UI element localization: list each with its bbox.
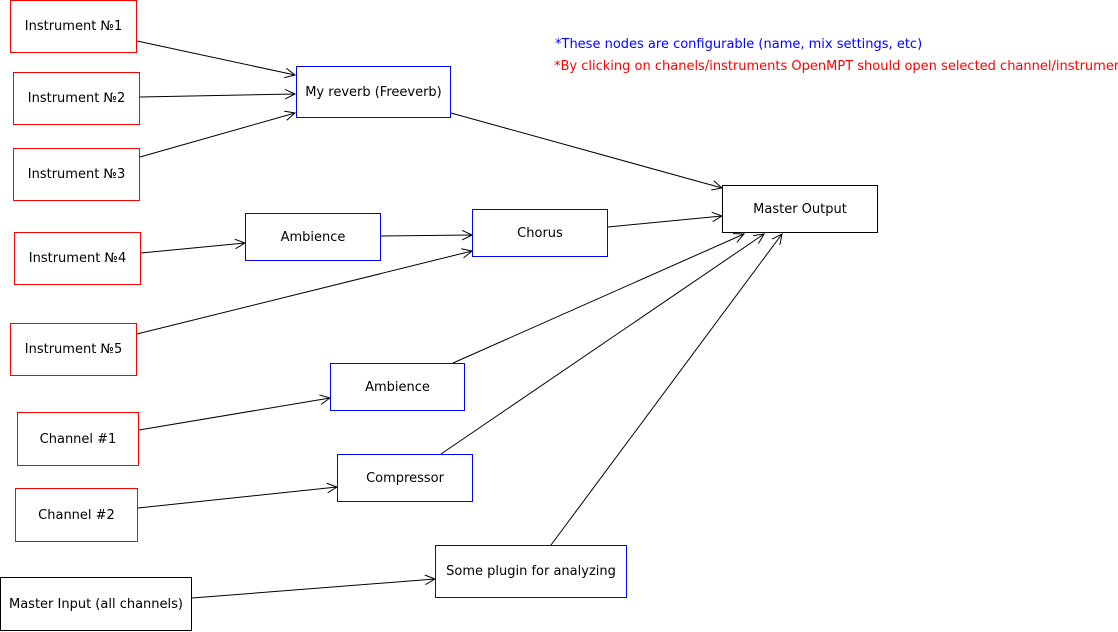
edge-amb1-to-chorus — [380, 229, 474, 241]
edge-chorus-to-masterout — [607, 211, 724, 228]
arrowhead-icon — [284, 88, 297, 100]
edge-inst1-to-reverb — [136, 40, 297, 79]
node-amb2[interactable]: Ambience — [330, 363, 465, 411]
arrowhead-icon — [284, 110, 297, 121]
node-chorus[interactable]: Chorus — [472, 209, 608, 257]
node-inst3[interactable]: Instrument №3 — [13, 148, 140, 201]
node-masterout: Master Output — [722, 185, 878, 233]
edge-amb2-to-masterout — [452, 233, 746, 364]
edge-inst2-to-reverb — [139, 88, 297, 100]
node-inst4[interactable]: Instrument №4 — [14, 232, 141, 285]
node-ch1[interactable]: Channel #1 — [17, 412, 139, 466]
edge-comp-to-masterout — [440, 233, 765, 455]
edge-ch1-to-amb2 — [138, 394, 332, 431]
arrowhead-icon — [772, 233, 783, 245]
note-clickable: *By clicking on chanels/instruments Open… — [554, 59, 1118, 74]
node-reverb[interactable]: My reverb (Freeverb) — [296, 66, 451, 118]
node-inst1[interactable]: Instrument №1 — [10, 0, 137, 53]
arrowhead-icon — [284, 67, 297, 79]
arrowhead-icon — [753, 233, 765, 244]
edge-plugin-to-masterout — [550, 233, 783, 546]
node-comp[interactable]: Compressor — [337, 454, 473, 502]
arrowhead-icon — [732, 233, 746, 243]
node-ch2[interactable]: Channel #2 — [15, 488, 138, 542]
edge-masterin-to-plugin — [191, 574, 437, 599]
edge-ch2-to-comp — [137, 482, 339, 509]
edge-inst5-to-chorus — [136, 248, 474, 335]
node-plugin[interactable]: Some plugin for analyzing — [435, 545, 627, 598]
edge-inst3-to-reverb — [139, 110, 297, 158]
note-configurable: *These nodes are configurable (name, mix… — [555, 37, 923, 52]
edge-reverb-to-masterout — [450, 112, 724, 191]
node-masterin: Master Input (all channels) — [0, 577, 192, 631]
node-inst2[interactable]: Instrument №2 — [13, 72, 140, 125]
node-inst5[interactable]: Instrument №5 — [10, 323, 137, 376]
edge-inst4-to-amb1 — [140, 238, 247, 254]
node-amb1[interactable]: Ambience — [245, 213, 381, 261]
